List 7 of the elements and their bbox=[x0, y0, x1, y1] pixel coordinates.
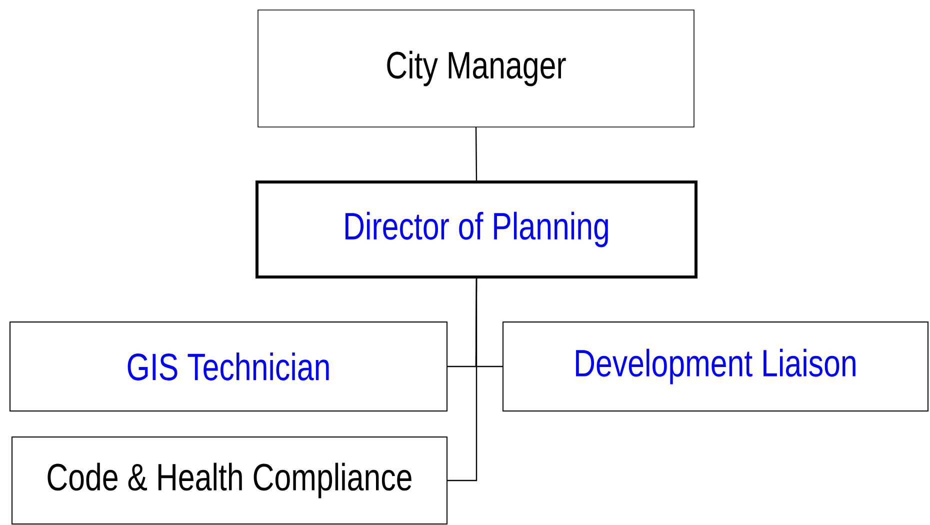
org-box: Code & Health Compliance bbox=[12, 436, 448, 524]
connector-line bbox=[475, 127, 478, 180]
org-box: City Manager bbox=[258, 10, 694, 128]
connector-line bbox=[448, 278, 478, 482]
org-box: GIS Technician bbox=[10, 322, 448, 412]
org-box: Development Liaison bbox=[502, 322, 928, 412]
org-box: Director of Planning bbox=[256, 180, 698, 278]
